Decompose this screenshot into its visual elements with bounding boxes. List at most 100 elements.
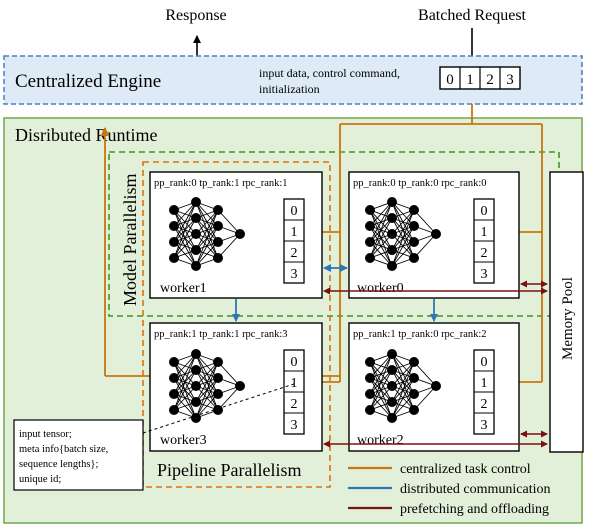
legend-label: distributed communication <box>400 482 550 497</box>
nn-edge <box>413 385 437 411</box>
nn-edge <box>391 361 415 419</box>
nn-edge <box>369 201 393 227</box>
prefetch-offload-arrows <box>323 280 548 448</box>
nn-edge <box>369 217 393 259</box>
legend: centralized task control distributed com… <box>348 462 550 517</box>
nn-node <box>387 365 397 375</box>
nn-node <box>409 205 419 215</box>
nn-edge <box>195 241 219 267</box>
memory-pool <box>549 171 584 453</box>
nn-edge <box>391 209 415 267</box>
worker-slot: 3 <box>291 267 298 282</box>
nn-node <box>387 349 397 359</box>
worker-queue: 0 1 2 3 <box>283 198 305 284</box>
nn-edge <box>217 385 241 411</box>
response-label: Response <box>165 7 226 24</box>
nn-node <box>169 205 179 215</box>
nn-edge <box>391 377 415 419</box>
distributed-communication-arrows <box>232 264 438 322</box>
nn-node <box>409 389 419 399</box>
nn-node <box>387 381 397 391</box>
nn-edge <box>173 201 197 227</box>
request-slot: 3 <box>506 72 514 88</box>
nn-edge <box>173 385 197 411</box>
callout-line: input tensor; <box>19 429 72 440</box>
worker-slot: 0 <box>291 204 298 219</box>
nn-edge <box>391 241 415 267</box>
callout-line: sequence lengths}; <box>19 459 98 470</box>
nn-node <box>387 397 397 407</box>
nn-edge <box>391 225 415 267</box>
worker-slot: 3 <box>291 418 298 433</box>
nn-node <box>213 237 223 247</box>
engine-note-line1: input data, control command, <box>259 66 400 80</box>
worker-slot: 1 <box>291 225 298 240</box>
nn-edge <box>391 361 415 387</box>
nn-edge <box>173 353 197 379</box>
nn-edge <box>391 361 415 403</box>
nn-node <box>191 381 201 391</box>
model-parallelism-label: Model Parallelism <box>120 174 140 306</box>
nn-node <box>169 253 179 263</box>
nn-node <box>365 389 375 399</box>
nn-node <box>409 253 419 263</box>
nn-node <box>191 245 201 255</box>
nn-node <box>387 213 397 223</box>
request-slot: 1 <box>466 72 474 88</box>
request-queue: 0 1 2 3 <box>439 66 521 90</box>
nn-node <box>169 389 179 399</box>
nn-edge <box>195 209 219 251</box>
nn-node <box>365 205 375 215</box>
nn-node <box>191 229 201 239</box>
callout-line: unique id; <box>19 474 61 485</box>
nn-node <box>191 349 201 359</box>
worker-slot: 0 <box>291 355 298 370</box>
worker-queue: 0 1 2 3 <box>283 349 305 435</box>
nn-node <box>213 253 223 263</box>
nn-edge <box>195 209 219 267</box>
worker-queue: 0 1 2 3 <box>473 349 495 435</box>
nn-node <box>365 237 375 247</box>
nn-node <box>365 253 375 263</box>
nn-node <box>169 405 179 415</box>
worker-slot: 2 <box>481 246 488 261</box>
nn-node <box>191 413 201 423</box>
nn-node <box>191 213 201 223</box>
callout-leader <box>142 382 298 434</box>
nn-node <box>409 405 419 415</box>
worker-header: pp_rank:1 tp_rank:1 rpc_rank:3 <box>154 329 288 340</box>
nn-edge <box>391 393 415 419</box>
worker-slot: 3 <box>481 418 488 433</box>
worker-name: worker1 <box>160 281 207 296</box>
worker-slot: 1 <box>481 376 488 391</box>
worker-header: pp_rank:1 tp_rank:0 rpc_rank:2 <box>353 329 487 340</box>
worker-queue: 0 1 2 3 <box>473 198 495 284</box>
nn-node <box>191 261 201 271</box>
nn-node <box>365 357 375 367</box>
nn-node <box>409 237 419 247</box>
nn-edge <box>195 361 219 403</box>
request-slot: 0 <box>446 72 454 88</box>
worker-name: worker0 <box>357 281 404 296</box>
nn-node <box>213 221 223 231</box>
nn-node <box>387 197 397 207</box>
neural-network-icon <box>365 197 441 271</box>
nn-edge <box>369 353 393 395</box>
worker-slot: 2 <box>291 246 298 261</box>
worker3-box: pp_rank:1 tp_rank:1 rpc_rank:3 worker3 0… <box>149 322 323 452</box>
nn-edge <box>195 209 219 235</box>
nn-node <box>365 221 375 231</box>
nn-node <box>409 373 419 383</box>
pipeline-parallelism-label: Pipeline Parallelism <box>157 460 301 480</box>
worker-header: pp_rank:0 tp_rank:0 rpc_rank:0 <box>353 178 487 189</box>
memory-pool-label: Memory Pool <box>560 277 576 360</box>
worker-slot: 2 <box>481 397 488 412</box>
nn-node <box>213 205 223 215</box>
nn-edge <box>173 233 197 259</box>
nn-node <box>191 197 201 207</box>
nn-node <box>191 365 201 375</box>
engine-note-line2: initialization <box>259 82 320 96</box>
worker-slot: 1 <box>481 225 488 240</box>
worker-name: worker2 <box>357 433 404 448</box>
